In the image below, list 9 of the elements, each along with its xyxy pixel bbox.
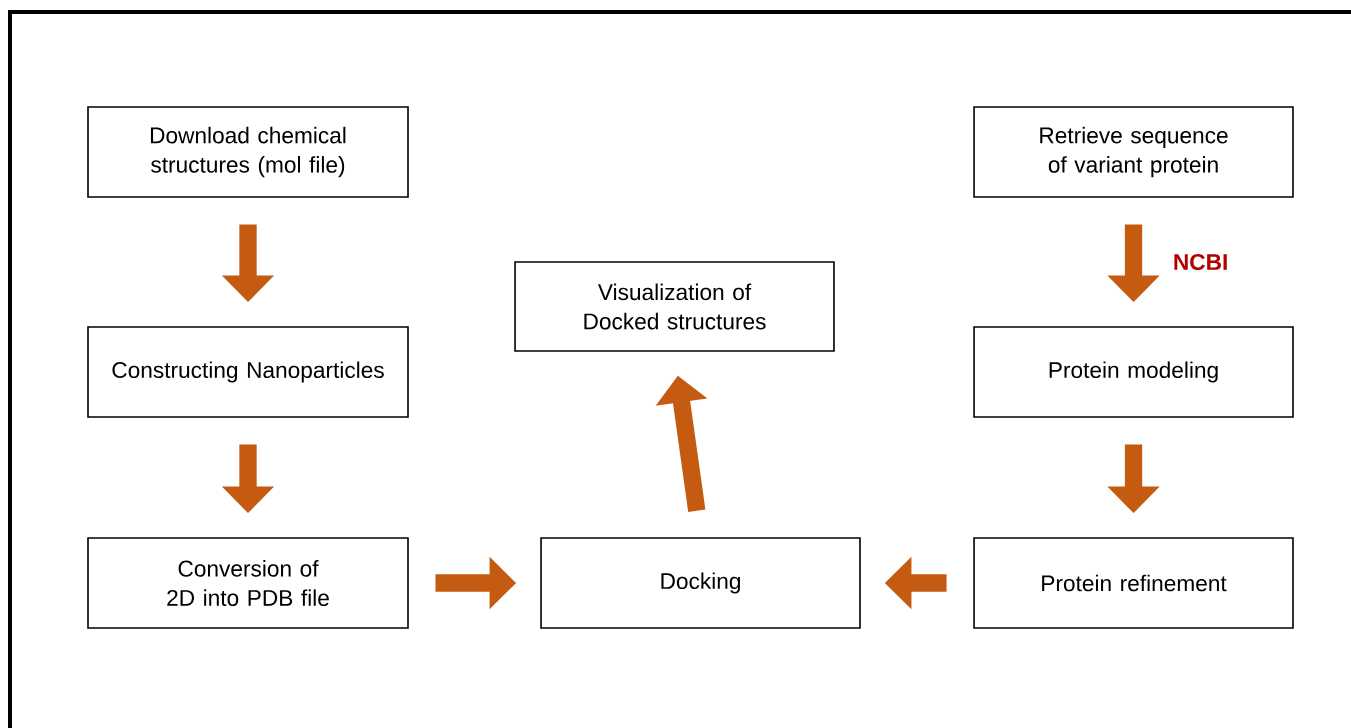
- process-box: Retrieve sequence of variant protein: [973, 106, 1294, 198]
- process-box: Conversion of 2D into PDB file: [87, 537, 409, 629]
- process-box: Visualization of Docked structures: [514, 261, 835, 352]
- edge-label: NCBI: [1174, 254, 1227, 271]
- process-box: Download chemical structures (mol file): [87, 106, 409, 198]
- process-box: Docking: [540, 537, 861, 629]
- process-box: Constructing Nanoparticles: [87, 326, 409, 418]
- process-box: Protein modeling: [973, 326, 1294, 418]
- process-box: Protein refinement: [973, 537, 1294, 629]
